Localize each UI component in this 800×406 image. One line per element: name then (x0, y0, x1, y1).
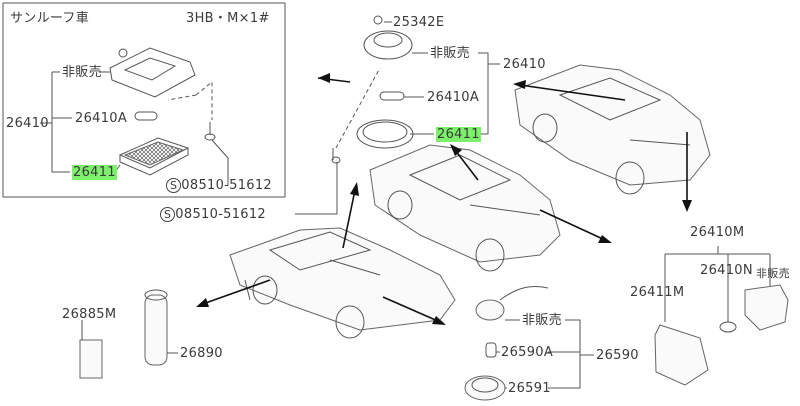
screw-symbol: S (160, 207, 176, 222)
inset-lamp-housing (109, 47, 196, 98)
tube-26890 (144, 289, 178, 366)
screw-symbol: S (166, 178, 182, 193)
bottom-not-for-sale: 非販売 (522, 313, 562, 328)
part-26590[interactable]: 26590 (596, 348, 639, 363)
main-screw (331, 156, 341, 164)
arrows (196, 73, 692, 325)
upper-not-for-sale: 非販売 (430, 46, 470, 61)
inset-part-26410[interactable]: 26410 (6, 116, 49, 131)
part-26410N[interactable]: 26410N (700, 263, 753, 278)
right-housing (744, 284, 789, 331)
inset-title: サンルーフ車 (10, 11, 90, 26)
inset-frame (2, 2, 286, 198)
bottom-socket (475, 286, 549, 321)
hatchback-3door-car (514, 64, 711, 195)
part-25342E[interactable]: 25342E (393, 15, 445, 30)
inset-screw (204, 122, 216, 141)
holder-26885M (79, 320, 103, 379)
right-bulb (719, 321, 737, 333)
part-26410[interactable]: 26410 (503, 57, 546, 72)
part-26410M[interactable]: 26410M (690, 225, 745, 240)
hatchback-car (369, 144, 561, 272)
upper-lens (356, 119, 414, 149)
inset-not-for-sale: 非販売 (62, 65, 102, 80)
inset-lens (118, 137, 190, 176)
part-26590A[interactable]: 26590A (501, 345, 554, 360)
inset-bulb (134, 111, 158, 121)
bottom-bulb (485, 342, 497, 358)
screw-leader (295, 148, 338, 215)
part-26411M[interactable]: 26411M (630, 285, 685, 300)
right-lens (654, 324, 709, 386)
part-26410A[interactable]: 26410A (427, 90, 480, 105)
part-26591[interactable]: 26591 (508, 381, 551, 396)
upper-bulb (379, 91, 405, 101)
inset-part-26410A[interactable]: 26410A (75, 111, 128, 126)
part-26411-highlighted[interactable]: 26411 (436, 127, 481, 142)
part-26890[interactable]: 26890 (180, 346, 223, 361)
bottom-lens-26591 (464, 375, 506, 401)
inset-variant: 3HB・M×1# (186, 11, 270, 26)
upper-lamp-housing (363, 15, 413, 60)
part-26885M[interactable]: 26885M (62, 307, 117, 322)
right-leader-lines (664, 246, 771, 322)
inset-leader-lines (40, 71, 110, 173)
right-not-for-sale: 非販売 (756, 267, 790, 280)
inset-part-26411-highlighted[interactable]: 26411 (72, 165, 117, 180)
